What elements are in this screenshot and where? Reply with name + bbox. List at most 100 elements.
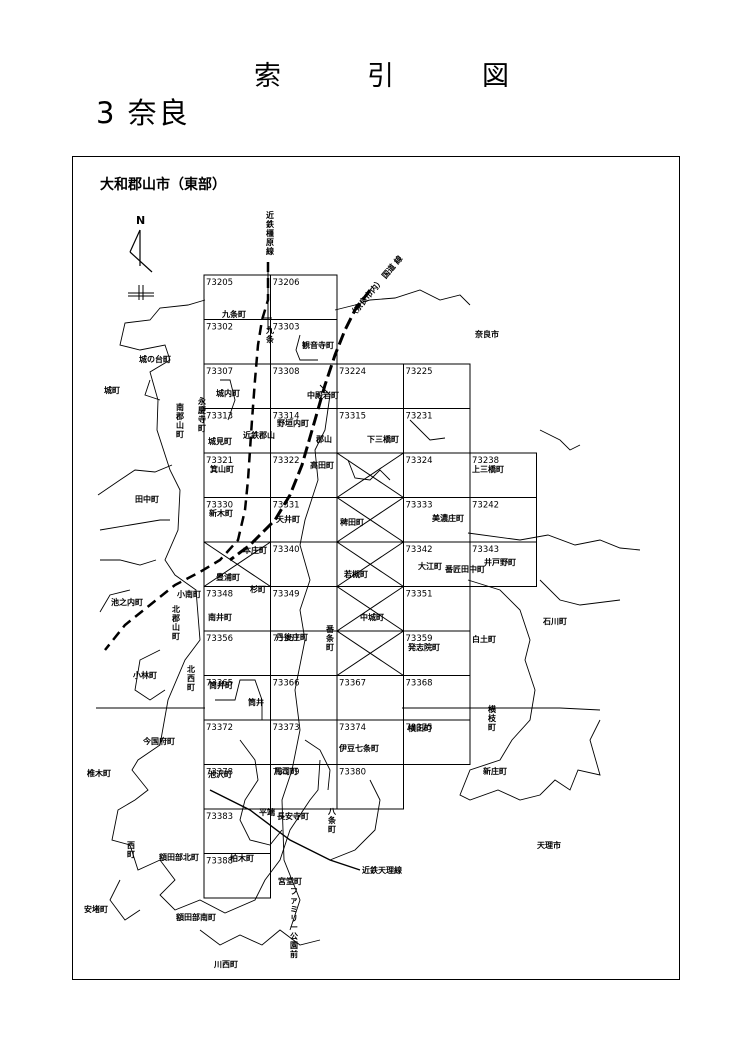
label-jonai: 城内町	[216, 388, 240, 398]
label-tanaka: 田中町	[135, 494, 159, 504]
grid-cell: 73356	[203, 630, 271, 676]
map-frame	[72, 156, 680, 980]
title-char-2: 引	[367, 61, 394, 92]
grid-cell-code: 73372	[206, 723, 233, 733]
label-kujo-station: 九条	[265, 325, 275, 344]
grid-cell-code: 73351	[406, 590, 433, 600]
title-char-1: 索	[254, 61, 281, 92]
label-shiinoki: 椎木町	[86, 768, 111, 778]
grid-cell: 73351	[403, 586, 471, 632]
grid-cell-code: 73374	[339, 723, 366, 733]
label-sugi: 杉町	[250, 584, 266, 594]
label-nakajio: 中殿岩町	[307, 390, 339, 400]
label-koriyama: 郡山	[315, 434, 332, 444]
grid-cell-code: 73313	[206, 412, 233, 422]
label-jo: 城町	[104, 385, 120, 395]
label-choanji: 長安寺町	[277, 811, 309, 821]
label-nukatabe-minami: 額田部南町	[175, 912, 216, 922]
label-jonomon: 城の台町	[139, 354, 171, 364]
label-anto: 安堵町	[84, 904, 108, 914]
grid-cell-code: 73238	[472, 456, 499, 466]
grid-cell: 73224	[336, 363, 404, 409]
label-yokota: 横田町	[408, 723, 432, 733]
label-kawanishi: 川西町	[213, 960, 238, 969]
grid-cell-code: 73348	[206, 590, 233, 600]
grid-cell: 73343	[469, 541, 537, 587]
grid-cell-code: 73373	[273, 723, 300, 733]
label-hachijo: 八条町	[327, 807, 337, 834]
grid-cell: 73225	[403, 363, 471, 409]
grid-cell-code: 73242	[472, 501, 499, 511]
grid-cell: 73388	[203, 853, 271, 899]
label-eikeiji: 永慶寺町	[197, 396, 207, 433]
grid-cell: 73330	[203, 497, 271, 543]
grid-cell-code: 73330	[206, 501, 233, 511]
grid-cell-code: 73375	[406, 723, 433, 733]
label-imakokufu: 今国府町	[142, 736, 175, 746]
label-heiwa: 平端	[259, 807, 275, 817]
label-wakatsuki: 若槻町	[343, 569, 368, 579]
grid-cell-code: 73314	[273, 412, 300, 422]
label-ishikawa: 石川町	[542, 617, 567, 626]
grid-cell-code: 73322	[273, 456, 300, 466]
label-keihan-line: （奈良市内） 国道 線	[347, 253, 405, 319]
grid-cell	[336, 586, 404, 632]
label-shinki: 新木町	[209, 508, 233, 518]
grid-cell: 73373	[270, 719, 338, 765]
label-jomi: 城見町	[208, 436, 232, 446]
grid-cell-code: 73315	[339, 412, 366, 422]
grid-cell: 73374	[336, 719, 404, 765]
grid-cell: 73308	[270, 363, 338, 409]
label-minoshosho: 美濃庄町	[432, 513, 464, 523]
grid-cell: 73380	[336, 764, 404, 810]
label-shimomitsuhashi: 下三橋町	[367, 434, 399, 444]
label-minoyama: 箕山町	[210, 464, 234, 474]
grid-cell-code: 73359	[406, 634, 433, 644]
grid-cell: 73322	[270, 452, 338, 498]
grid-cell-code: 73380	[339, 768, 366, 778]
label-minami-naka: 小南町	[176, 589, 201, 599]
label-kita-koriyama: 北郡山町	[171, 604, 180, 641]
label-nishi: 西町	[127, 841, 135, 859]
grid-cell-code: 73331	[273, 501, 300, 511]
label-hosshiin: 発志院町	[407, 642, 440, 652]
grid-cell: 73315	[336, 408, 404, 454]
label-nara-city: 奈良市	[474, 329, 499, 339]
grid-cell-code: 73342	[406, 545, 433, 555]
label-matsuri: 馬司町	[274, 767, 298, 776]
grid-cell: 73368	[403, 675, 471, 721]
label-shiratsuchi: 白土町	[472, 634, 496, 644]
north-label: N	[136, 214, 145, 227]
grid-cell: 73375	[403, 719, 471, 765]
label-minami-koriyama: 南郡山町	[175, 402, 184, 439]
grid-cell: 73340	[270, 541, 338, 587]
label-kintetsu-koriyama: 近鉄郡山	[243, 430, 275, 440]
grid-cell: 73307	[203, 363, 271, 409]
label-tenri: 天井町	[276, 514, 300, 524]
grid-cell-code: 73340	[273, 545, 300, 555]
grid-cell-code: 73379	[273, 768, 300, 778]
label-houshoura: 豊浦町	[216, 572, 240, 582]
grid-cell-code: 73302	[206, 323, 233, 333]
grid-cell-code: 73308	[273, 367, 300, 377]
grid-cell: 73231	[403, 408, 471, 454]
label-kuramizu: 野垣内町	[277, 418, 309, 428]
label-minami-i: 南井町	[208, 612, 232, 622]
grid-cell-code: 73321	[206, 456, 233, 466]
section-subtitle: 3 奈良	[96, 96, 190, 130]
grid-cell: 73238	[469, 452, 537, 498]
index-map-title: 索 引 図	[0, 62, 750, 102]
map-title: 大和郡山市（東部）	[100, 177, 226, 193]
grid-cell-code: 73356	[206, 634, 233, 644]
grid-cell-code: 73378	[206, 768, 233, 778]
label-takada: 高田町	[310, 460, 334, 470]
grid-cell	[336, 452, 404, 498]
grid-cell-code: 73366	[273, 679, 300, 689]
grid-cell: 73366	[270, 675, 338, 721]
label-kintetsu-kashihara: 近鉄橿原線	[266, 210, 275, 256]
grid-cell: 73372	[203, 719, 271, 765]
grid-cell-code: 73365	[206, 679, 233, 689]
label-miyado: 宮堂町	[278, 876, 302, 886]
